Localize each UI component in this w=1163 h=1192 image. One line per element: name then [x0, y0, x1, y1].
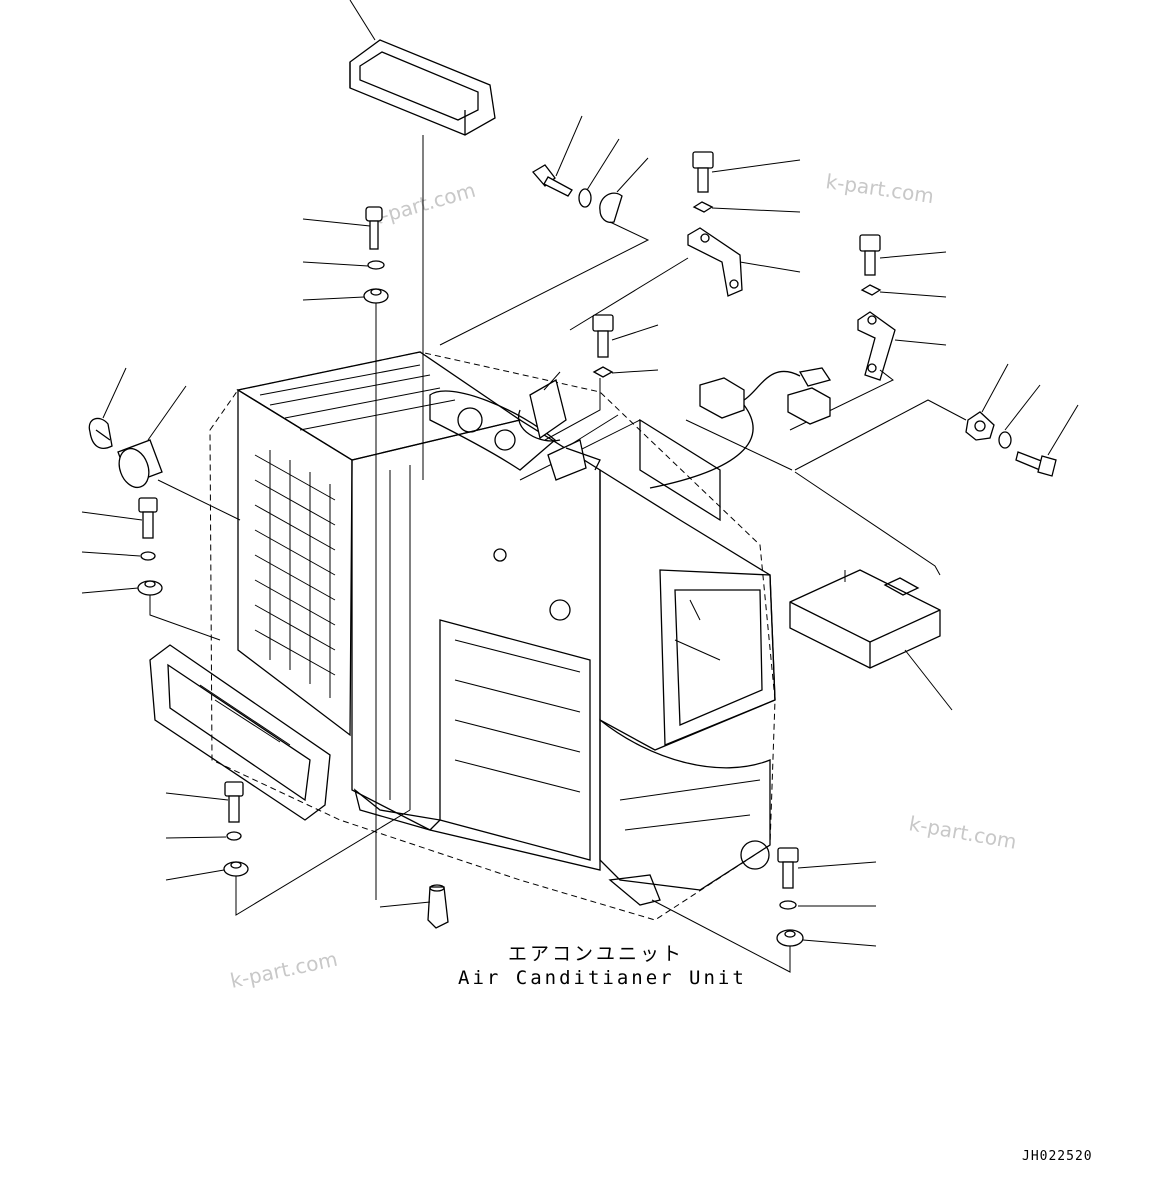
fastener-group-lower-left	[165, 781, 411, 916]
unit-label-english: Air Canditianer Unit	[458, 967, 747, 989]
gasket-part	[349, 0, 496, 480]
watermark-1: k-part.com	[367, 178, 478, 231]
fastener-group-lower-right	[651, 847, 877, 973]
drawing-code: JH022520	[1022, 1149, 1093, 1164]
fastener-group-top-middle	[439, 115, 650, 346]
cover-plate-right	[789, 471, 953, 711]
drain-hose	[379, 884, 449, 929]
watermark-4: k-part.com	[228, 947, 340, 993]
fastener-group-far-right	[794, 363, 1079, 477]
watermarks: k-part.com k-part.com k-part.com k-part.…	[228, 169, 1018, 993]
fastener-group-top-right-a	[569, 151, 801, 331]
center-fastener-group	[544, 314, 659, 441]
hose-joint-left	[117, 385, 241, 521]
hose-clamp-left	[88, 367, 127, 449]
fastener-group-top-right-b	[789, 234, 947, 431]
fastener-group-left	[81, 497, 221, 641]
watermark-3: k-part.com	[907, 811, 1018, 854]
wire-harness	[649, 367, 832, 489]
unit-label-japanese: エアコンユニット	[508, 943, 684, 965]
fastener-group-top-left	[302, 206, 389, 900]
watermark-2: k-part.com	[824, 169, 935, 208]
air-conditioner-unit-body	[149, 351, 776, 921]
hose-clamp-center	[517, 371, 619, 481]
